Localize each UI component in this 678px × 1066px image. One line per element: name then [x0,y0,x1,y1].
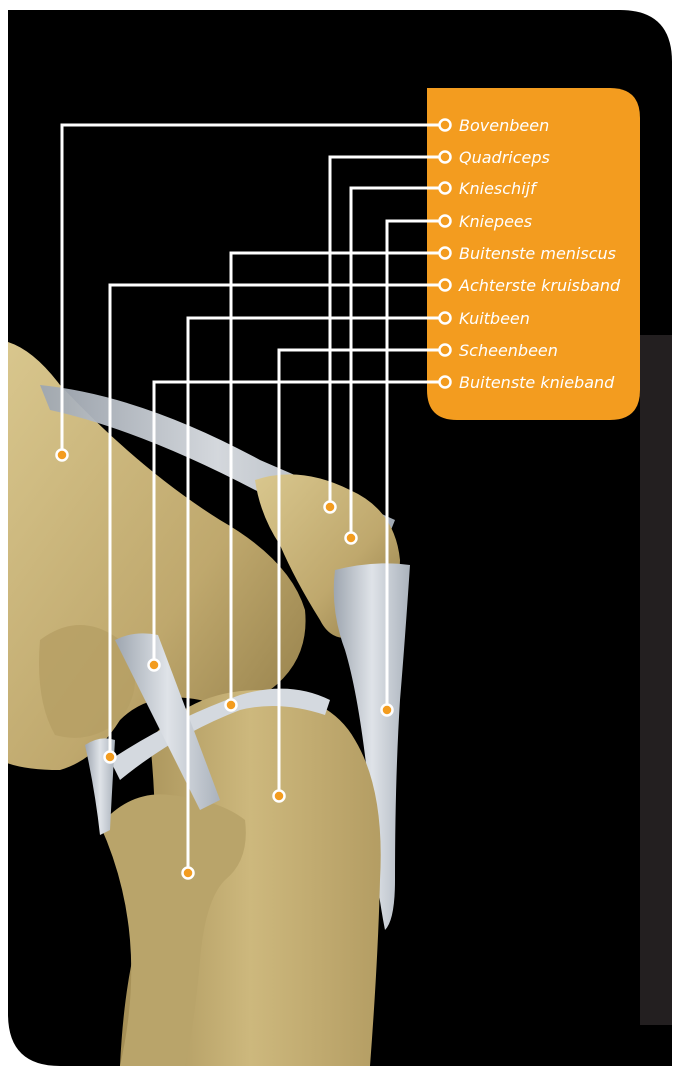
anatomy-marker-scheenbeen [274,791,285,802]
label-kuitbeen: Kuitbeen [459,309,530,328]
anatomy-marker-achterste-kruisband [105,752,116,763]
anatomy-marker-buitenste-meniscus [226,700,237,711]
label-quadriceps: Quadriceps [459,148,550,167]
anatomy-marker-quadriceps [325,502,336,513]
label-achterste-kruisband: Achterste kruisband [458,276,621,295]
anatomy-marker-knieschijf [346,533,357,544]
label-marker-kniepees [440,216,451,227]
label-buitenste-knieband: Buitenste knieband [459,373,615,392]
label-marker-achterste-kruisband [440,280,451,291]
anatomy-marker-kuitbeen [183,868,194,879]
anatomy-marker-bovenbeen [57,450,68,461]
anatomy-marker-kniepees [382,705,393,716]
label-marker-quadriceps [440,152,451,163]
label-kniepees: Kniepees [459,212,532,231]
side-strip [640,335,678,1025]
label-knieschijf: Knieschijf [459,179,538,198]
label-scheenbeen: Scheenbeen [459,341,558,360]
label-marker-bovenbeen [440,120,451,131]
label-marker-knieschijf [440,183,451,194]
label-marker-kuitbeen [440,313,451,324]
label-marker-buitenste-knieband [440,377,451,388]
label-marker-buitenste-meniscus [440,248,451,259]
anatomy-marker-buitenste-knieband [149,660,160,671]
label-buitenste-meniscus: Buitenste meniscus [459,244,616,263]
label-marker-scheenbeen [440,345,451,356]
label-bovenbeen: Bovenbeen [459,116,549,135]
